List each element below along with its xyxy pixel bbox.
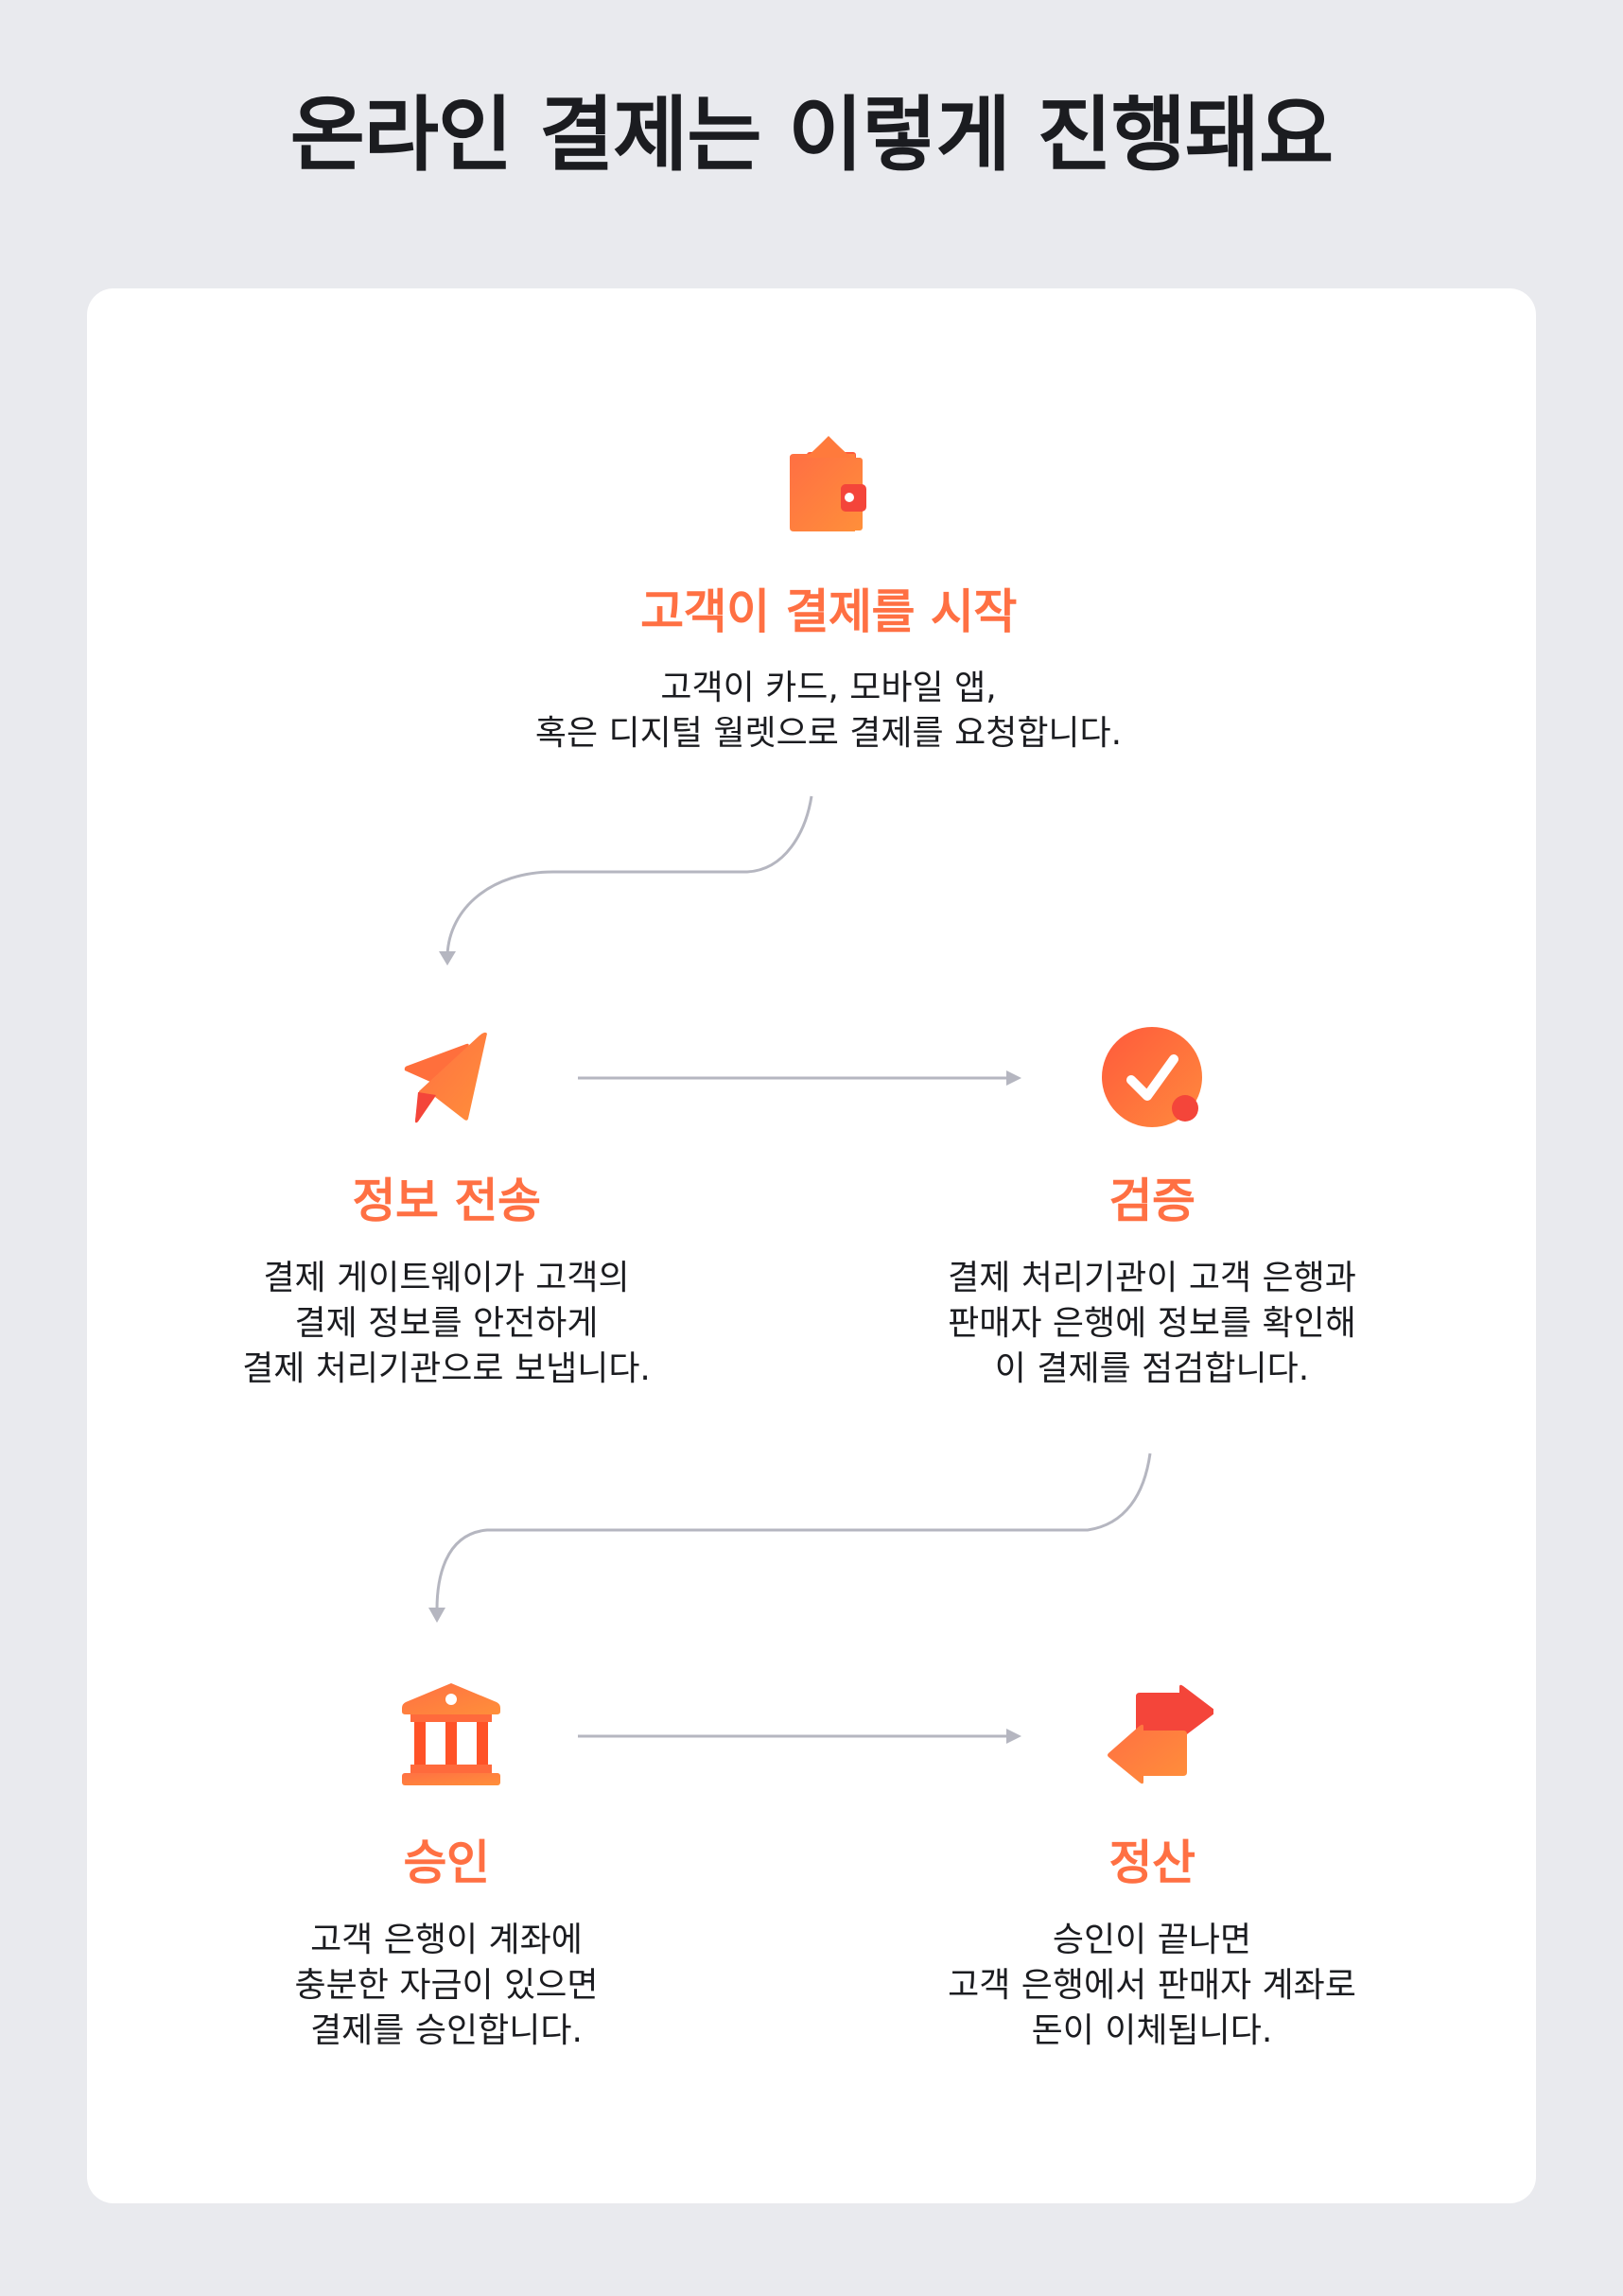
paper-plane-icon bbox=[404, 1032, 487, 1123]
wallet-icon bbox=[790, 436, 866, 531]
step-title: 승인 bbox=[403, 1835, 491, 1890]
flow-card bbox=[87, 288, 1536, 2203]
step-title: 정산 bbox=[1108, 1835, 1196, 1890]
step-title: 정보 전송 bbox=[352, 1174, 541, 1228]
step-description: 결제 처리기관이 고객 은행과 판매자 은행에 정보를 확인해 이 결제를 점검… bbox=[948, 1259, 1356, 1388]
step-title: 고객이 결제를 시작 bbox=[640, 584, 1017, 639]
step-description: 고객 은행이 계좌에 충분한 자금이 있으면 결제를 승인합니다. bbox=[294, 1921, 599, 2050]
step-start-payment: 고객이 결제를 시작 고객이 카드, 모바일 앱, 혹은 디지털 월렛으로 결제… bbox=[535, 416, 1122, 775]
step-approve: 승인 고객 은행이 계좌에 충분한 자금이 있으면 결제를 승인합니다. bbox=[153, 1674, 740, 2071]
step-verify: 검증 결제 처리기관이 고객 은행과 판매자 은행에 정보를 확인해 이 결제를… bbox=[859, 1012, 1445, 1409]
check-circle-icon bbox=[1102, 1027, 1202, 1127]
step-description: 결제 게이트웨이가 고객의 결제 정보를 안전하게 결제 처리기관으로 보냅니다… bbox=[242, 1259, 651, 1388]
step-settle: 정산 승인이 끝나면 고객 은행에서 판매자 계좌로 돈이 이체됩니다. bbox=[859, 1674, 1445, 2071]
step-title: 검증 bbox=[1108, 1174, 1196, 1228]
transfer-arrows-icon bbox=[1108, 1684, 1213, 1784]
page-title: 온라인 결제는 이렇게 진행돼요 bbox=[289, 88, 1334, 183]
bank-icon bbox=[402, 1683, 500, 1785]
step-description: 승인이 끝나면 고객 은행에서 판매자 계좌로 돈이 이체됩니다. bbox=[948, 1921, 1356, 2050]
step-description: 고객이 카드, 모바일 앱, 혹은 디지털 월렛으로 결제를 요청합니다. bbox=[534, 669, 1123, 753]
step-send-info: 정보 전송 결제 게이트웨이가 고객의 결제 정보를 안전하게 결제 처리기관으… bbox=[153, 1012, 740, 1409]
